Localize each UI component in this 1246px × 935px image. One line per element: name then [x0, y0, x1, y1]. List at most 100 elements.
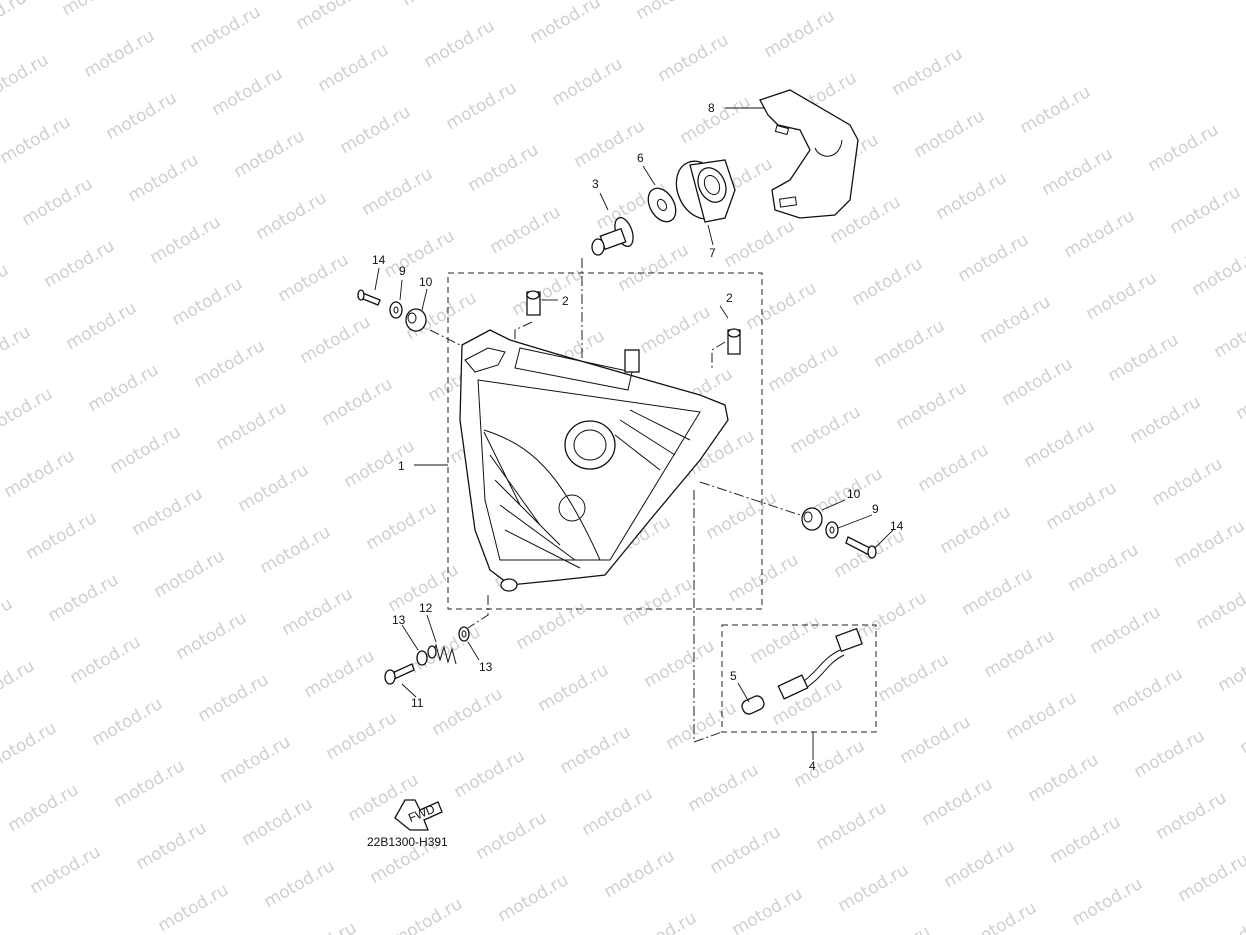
watermark-text: motod.ru	[677, 92, 755, 148]
callout-13a: 13	[392, 613, 406, 627]
callout-5: 5	[730, 669, 737, 683]
adjuster-screw	[384, 663, 415, 685]
watermark-text: motod.ru	[889, 44, 967, 100]
left-grommet	[405, 308, 427, 332]
watermark-text: motod.ru	[487, 202, 565, 258]
watermark-text: motod.ru	[315, 40, 393, 96]
watermark-text: motod.ru	[169, 274, 247, 330]
watermark-text: motod.ru	[729, 884, 807, 935]
watermark-text: motod.ru	[557, 722, 635, 778]
watermark-text: motod.ru	[0, 384, 56, 440]
watermark-text: motod.ru	[421, 16, 499, 72]
watermark-text: motod.ru	[1061, 206, 1139, 262]
adjuster-spring	[427, 643, 457, 665]
watermark-text: motod.ru	[915, 440, 993, 496]
left-collar	[389, 301, 403, 319]
watermark-text: motod.ru	[129, 484, 207, 540]
bulb-washer	[647, 187, 677, 223]
watermark-text: motod.ru	[1127, 392, 1205, 448]
callout-8: 8	[708, 101, 715, 115]
watermark-text: motod.ru	[527, 0, 605, 48]
watermark-text: motod.ru	[0, 322, 34, 378]
watermark-text: motod.ru	[443, 78, 521, 134]
watermark-text: motod.ru	[151, 546, 229, 602]
watermark-text: motod.ru	[473, 808, 551, 864]
callout-10b: 10	[847, 487, 861, 501]
watermark-text: motod.ru	[0, 50, 52, 106]
assembly-line-position-light	[693, 490, 723, 743]
watermark-text: motod.ru	[633, 0, 711, 24]
watermark-text: motod.ru	[1025, 750, 1103, 806]
watermark-text: motod.ru	[579, 784, 657, 840]
watermark-text: motod.ru	[45, 570, 123, 626]
watermark-text: motod.ru	[89, 694, 167, 750]
watermark-text: motod.ru	[235, 460, 313, 516]
watermark-text: motod.ru	[297, 312, 375, 368]
watermark-text: motod.ru	[81, 26, 159, 82]
callout-10a: 10	[419, 275, 433, 289]
watermark-text: motod.ru	[853, 588, 931, 644]
callout-2b: 2	[726, 291, 733, 305]
callout-1: 1	[398, 459, 405, 473]
watermark-text: motod.ru	[19, 174, 97, 230]
watermark-text: motod.ru	[977, 292, 1055, 348]
watermark-text: motod.ru	[919, 774, 997, 830]
watermark-text: motod.ru	[549, 54, 627, 110]
watermark-text: motod.ru	[787, 402, 865, 458]
watermark-text: motod.ru	[429, 684, 507, 740]
assembly-line-bracket-a	[514, 321, 533, 345]
watermark-text: motod.ru	[813, 798, 891, 854]
callout-3: 3	[592, 177, 599, 191]
watermark-text: motod.ru	[637, 302, 715, 358]
watermark-text: motod.ru	[1215, 640, 1246, 696]
watermark-text: motod.ru	[103, 88, 181, 144]
watermark-text: motod.ru	[871, 316, 949, 372]
watermark-text: motod.ru	[389, 894, 467, 935]
adjuster-washer-b	[458, 626, 470, 642]
watermark-text: motod.ru	[41, 236, 119, 292]
watermark-text: motod.ru	[963, 898, 1041, 935]
watermark-text: motod.ru	[1189, 244, 1246, 300]
watermark-text: motod.ru	[655, 30, 733, 86]
adjuster-washer-a	[416, 650, 428, 666]
watermark-text: motod.ru	[359, 164, 437, 220]
headlight-cover	[759, 89, 859, 219]
watermark-text: motod.ru	[509, 264, 587, 320]
watermark-text: motod.ru	[707, 822, 785, 878]
watermark-text: motod.ru	[1171, 516, 1246, 572]
bracket-screw-b	[727, 328, 741, 355]
watermark-text: motod.ru	[933, 168, 1011, 224]
callout-14a: 14	[372, 253, 386, 267]
watermark-text: motod.ru	[1233, 368, 1246, 424]
watermark-text: motod.ru	[465, 140, 543, 196]
watermark-text: motod.ru	[1, 446, 79, 502]
right-collar	[825, 521, 839, 539]
right-grommet	[801, 507, 823, 531]
callout-14b: 14	[890, 519, 904, 533]
watermark-text: motod.ru	[125, 150, 203, 206]
watermark-text: motod.ru	[261, 856, 339, 912]
assembly-line-bracket-b	[711, 341, 726, 370]
watermark-text: motod.ru	[1069, 874, 1147, 930]
watermark-text: motod.ru	[765, 340, 843, 396]
watermark-text: motod.ru	[1017, 82, 1095, 138]
watermark-text: motod.ru	[1237, 702, 1246, 758]
watermark-text: motod.ru	[747, 612, 825, 668]
watermark-text: motod.ru	[875, 650, 953, 706]
watermark-text: motod.ru	[999, 354, 1077, 410]
callout-labels: 1 2 2 3 4 5 6 7 8 9 9 10 10 11 12 13 13 …	[372, 101, 904, 773]
headlight-bulb	[591, 216, 634, 256]
watermark-text: motod.ru	[535, 660, 613, 716]
watermark-text: motod.ru	[191, 336, 269, 392]
watermark-text: motod.ru	[1043, 478, 1121, 534]
watermark-text: motod.ru	[0, 656, 38, 712]
watermark-text: motod.ru	[893, 378, 971, 434]
watermark-text: motod.ru	[721, 216, 799, 272]
watermark-text: motod.ru	[663, 698, 741, 754]
watermark-text: motod.ru	[835, 860, 913, 916]
callout-7: 7	[709, 246, 716, 260]
watermark-text: motod.ru	[187, 2, 265, 58]
watermark-text: motod.ru	[1175, 850, 1246, 906]
watermark-text: motod.ru	[0, 594, 16, 650]
watermark-text: motod.ru	[239, 794, 317, 850]
